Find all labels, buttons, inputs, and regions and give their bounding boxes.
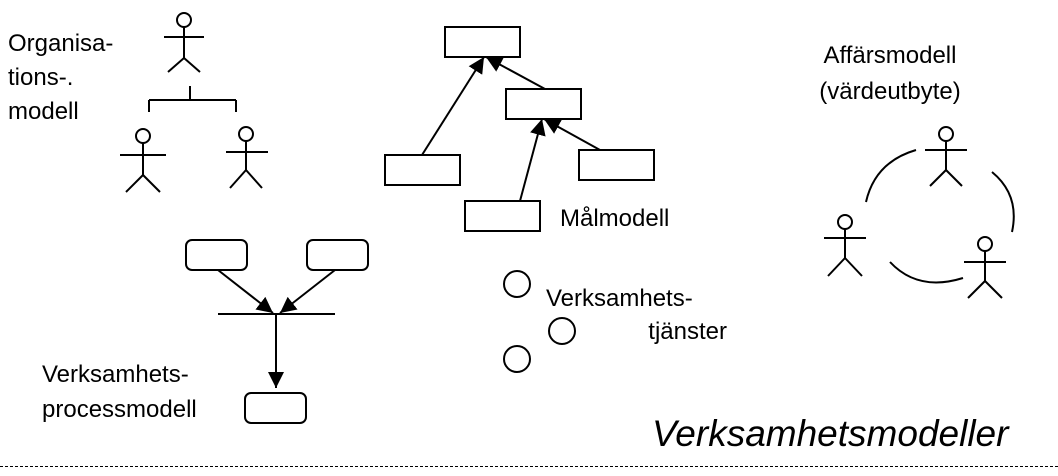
- actor-icon: [164, 12, 204, 73]
- service-circle: [503, 270, 531, 298]
- services-figure: [503, 270, 576, 373]
- value-exchange-arc: [991, 171, 1015, 233]
- value-exchange-arc: [889, 261, 964, 284]
- goal-arrow: [519, 118, 546, 202]
- org-model-figure: [120, 12, 268, 193]
- services-label-line2: tjänster: [648, 318, 727, 345]
- process-model-label-line2: processmodell: [42, 396, 197, 423]
- value-exchange-arc: [865, 149, 917, 203]
- goal-box: [384, 154, 461, 186]
- goal-arrow: [421, 56, 485, 156]
- org-model-label-line1: Organisa-: [8, 30, 114, 57]
- actor-icon: [925, 126, 967, 187]
- goal-arrow: [543, 118, 601, 151]
- process-arrow: [279, 269, 336, 314]
- actor-icon: [120, 128, 166, 193]
- process-model-label-line1: Verksamhets-: [42, 361, 189, 388]
- goal-model-figure: [384, 26, 655, 232]
- actor-icon: [964, 236, 1006, 299]
- goal-box: [505, 88, 582, 120]
- goal-box: [464, 200, 541, 232]
- org-model-label-line2: tions-.: [8, 64, 74, 91]
- goal-model-label: Målmodell: [560, 205, 670, 232]
- process-box: [244, 392, 307, 424]
- business-model-label-line1: Affärsmodell: [823, 42, 957, 69]
- goal-box: [578, 149, 655, 181]
- services-label-line1: Verksamhets-: [546, 285, 693, 312]
- process-box: [185, 239, 248, 271]
- service-circle: [548, 317, 576, 345]
- goal-box: [444, 26, 521, 58]
- goal-arrow: [485, 56, 546, 90]
- actor-icon: [824, 214, 866, 277]
- process-model-figure: [185, 239, 369, 424]
- process-arrow: [217, 269, 274, 314]
- dashed-divider: [0, 466, 1058, 467]
- process-box: [306, 239, 369, 271]
- business-model-label-line2: (värdeutbyte): [819, 78, 961, 105]
- page-title: Verksamhetsmodeller: [652, 413, 1009, 454]
- org-model-label-line3: modell: [8, 98, 79, 125]
- service-circle: [503, 345, 531, 373]
- business-model-figure: [824, 126, 1015, 299]
- actor-icon: [226, 126, 268, 189]
